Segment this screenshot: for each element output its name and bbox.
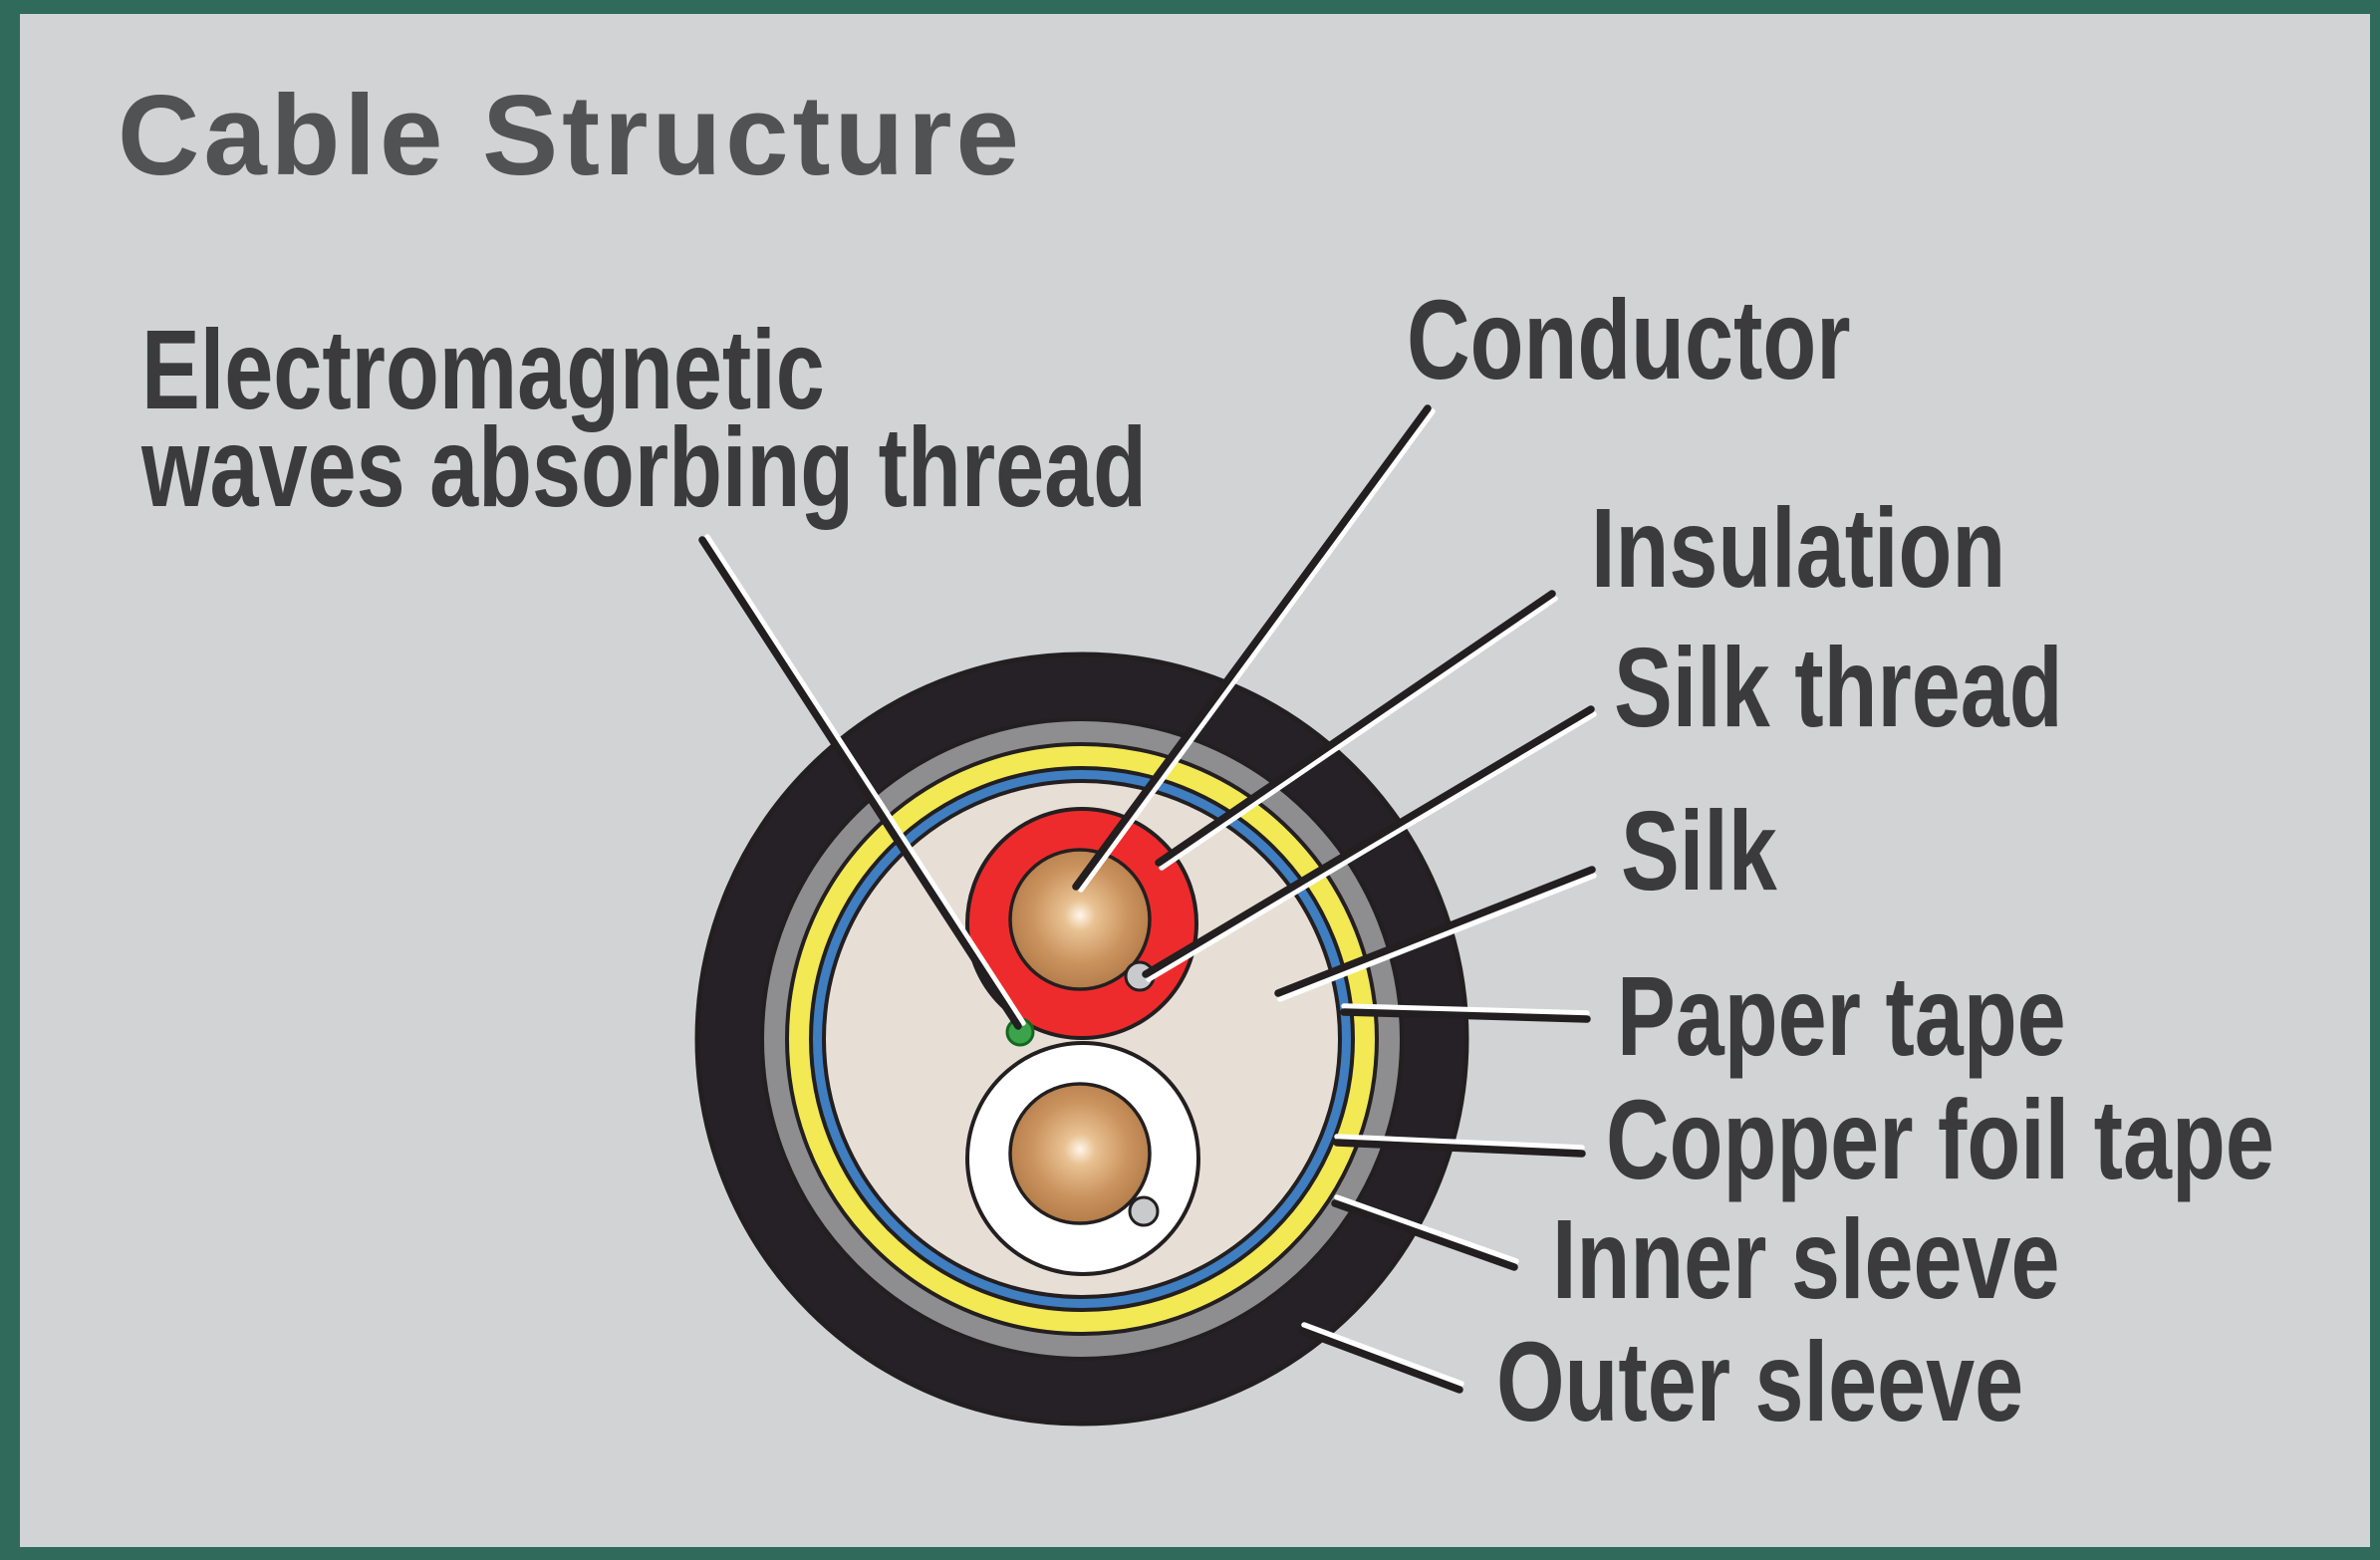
label-insulation: Insulation <box>1591 485 2006 612</box>
leader-copper-foil-tape <box>1333 1134 1586 1158</box>
leader-insulation <box>1155 590 1558 871</box>
label-conductor: Conductor <box>1407 277 1851 403</box>
conductor-bottom <box>1008 1082 1152 1225</box>
leader-inner-sleeve <box>1331 1194 1519 1271</box>
label-silk-thread: Silk thread <box>1614 625 2063 751</box>
label-inner-sleeve: Inner sleeve <box>1552 1196 2060 1323</box>
label-copper-foil-tape: Copper foil tape <box>1606 1077 2274 1203</box>
silk-thread-dot-bottom <box>1128 1195 1160 1227</box>
label-outer-sleeve: Outer sleeve <box>1496 1319 2024 1445</box>
label-em-thread-line1: Electromagnetic <box>141 307 825 432</box>
label-em-thread: Electromagnetic waves absorbing thread <box>141 307 1148 530</box>
leader-silk <box>1274 866 1597 1002</box>
label-paper-tape: Paper tape <box>1617 953 2066 1080</box>
conductor-top <box>1008 848 1152 991</box>
label-silk: Silk <box>1621 788 1777 914</box>
leader-outer-sleeve <box>1298 1322 1464 1394</box>
leader-paper-tape <box>1340 1003 1591 1023</box>
label-em-thread-line2: waves absorbing thread <box>141 404 1148 530</box>
page-title: Cable Structure <box>118 73 1023 199</box>
leader-conductor <box>1072 404 1436 893</box>
leader-silk-thread <box>1142 705 1597 982</box>
leader-em-thread <box>698 534 1026 1030</box>
